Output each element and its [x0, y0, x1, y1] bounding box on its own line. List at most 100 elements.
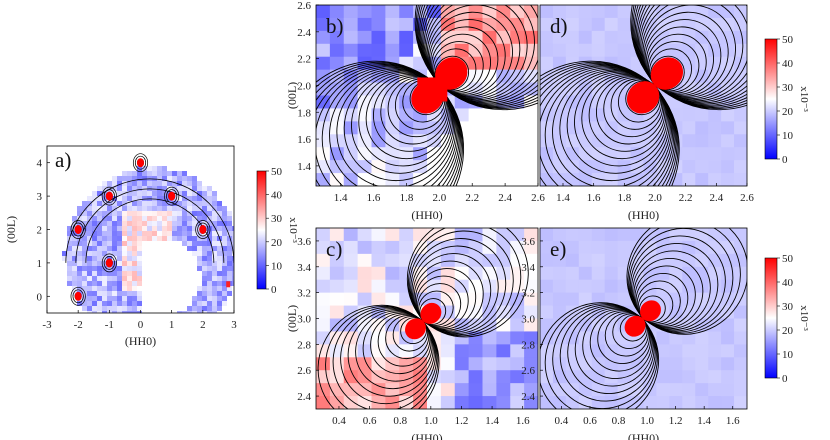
heatmap-cell [454, 240, 470, 255]
map-cell [137, 216, 142, 221]
heatmap-cell [540, 318, 554, 332]
map-cell [102, 286, 107, 291]
map-cell [177, 201, 182, 206]
heatmap-cell [669, 43, 683, 58]
heatmap-cell [656, 17, 670, 32]
map-cell [122, 261, 127, 266]
heatmap-cell [656, 344, 670, 358]
map-cell [92, 196, 97, 201]
heatmap-cell [385, 95, 400, 109]
map-cell [162, 226, 167, 231]
map-cell [77, 216, 82, 221]
map-cell [102, 216, 107, 221]
colorbar-tick-label: 10 [271, 260, 283, 272]
map-cell [87, 286, 92, 291]
map-cell [147, 221, 152, 226]
heatmap-cell [721, 292, 735, 307]
map-cell [162, 201, 167, 206]
heatmap-cell [734, 30, 747, 45]
heatmap-cell [734, 160, 747, 174]
heatmap-cell [578, 17, 593, 32]
map-cell [97, 306, 102, 311]
heatmap-cell [721, 173, 735, 186]
map-cell [102, 266, 107, 271]
x-tick-label: 1.4 [697, 415, 711, 427]
heatmap-cell [468, 134, 483, 148]
map-cell [212, 211, 217, 216]
map-cell [187, 196, 192, 201]
peak-contour [164, 186, 180, 206]
heatmap-cell [695, 266, 709, 281]
map-cell [92, 256, 97, 261]
heatmap-cell [371, 383, 386, 397]
heatmap-cell [510, 318, 525, 332]
map-cell [102, 296, 107, 301]
map-cell [207, 306, 212, 311]
map-cell [77, 256, 82, 261]
map-cell [142, 216, 147, 221]
heatmap-cell [329, 108, 345, 122]
heatmap-cell [540, 43, 554, 58]
map-cell [77, 281, 82, 286]
heatmap-cell [316, 173, 331, 186]
map-cell [197, 211, 202, 216]
heatmap-cell [524, 108, 538, 122]
heatmap-cell [510, 253, 525, 268]
heatmap-cell [565, 331, 580, 345]
map-cell [137, 176, 142, 181]
map-cell [197, 301, 202, 306]
x-tick-label: 1.4 [334, 192, 348, 204]
heatmap-cell [669, 228, 683, 242]
map-cell [137, 206, 142, 211]
heatmap-cell [496, 121, 511, 135]
map-cell [72, 281, 77, 286]
map-cell [212, 291, 217, 296]
heatmap-cell [385, 331, 400, 345]
map-cell [187, 216, 192, 221]
map-cell [122, 306, 127, 311]
map-cell [82, 251, 87, 256]
heatmap-cell [510, 82, 525, 96]
heatmap-cell [734, 344, 747, 358]
heatmap-cell [617, 370, 632, 384]
map-cell [192, 196, 197, 201]
map-cell [122, 311, 127, 313]
map-cell [162, 166, 167, 171]
heatmap-cell [591, 228, 606, 242]
heatmap-cell [552, 279, 567, 294]
heatmap-cell [357, 30, 372, 45]
map-cell [172, 211, 177, 216]
map-cell [82, 201, 87, 206]
map-cell [82, 276, 87, 281]
peak-contour [197, 222, 209, 237]
heatmap-cell [329, 240, 345, 255]
heatmap-cell [695, 5, 709, 19]
map-cell [157, 226, 162, 231]
heatmap-cell [734, 331, 747, 345]
heatmap-cell [578, 357, 593, 371]
heatmap-cell [604, 253, 619, 268]
map-cell [92, 241, 97, 246]
y-tick-label: 3.4 [297, 262, 311, 274]
heatmap-cell [524, 331, 538, 345]
x-tick-label: -2 [74, 319, 83, 331]
x-axis-label: (HH0) [411, 431, 442, 440]
map-cell [182, 201, 187, 206]
map-cell [72, 256, 77, 261]
heatmap-cell [371, 279, 386, 294]
heatmap-cell [468, 240, 483, 255]
heatmap-cell [510, 147, 525, 161]
map-cell [77, 276, 82, 281]
map-cell [177, 236, 182, 241]
heatmap-cell [682, 5, 696, 19]
map-cell [102, 246, 107, 251]
heatmap-cell [468, 160, 483, 174]
heatmap-cell [682, 292, 696, 307]
heatmap-cell [669, 396, 683, 409]
heatmap-cell [482, 331, 497, 345]
heatmap-cell [316, 17, 331, 32]
peak-contour [195, 220, 211, 239]
map-cell [132, 276, 137, 281]
map-cell [182, 186, 187, 191]
